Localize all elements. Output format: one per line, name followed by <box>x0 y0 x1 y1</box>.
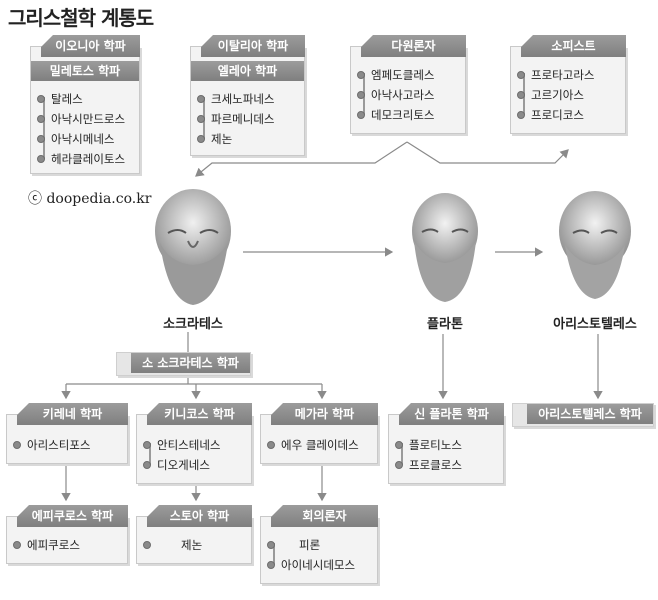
list-item: 크세노파네스 <box>195 89 298 109</box>
list-item: 디오게네스 <box>141 455 245 475</box>
cynic-school-card: 키니코스 학파 안티스테네스 디오게네스 <box>136 403 252 484</box>
list-item: 엠페도클레스 <box>355 65 459 85</box>
list-item: 헤라클레이토스 <box>35 149 133 169</box>
arrow-to-socrates <box>195 141 408 177</box>
list-item: 프로디코스 <box>515 105 619 125</box>
list-item: 아이네시데모스 <box>265 555 371 575</box>
list-item: 데모크리토스 <box>355 105 459 125</box>
list-item: 안티스테네스 <box>141 435 245 455</box>
card-subheader: 밀레토스 학파 <box>31 61 139 81</box>
card-header: 다원론자 <box>361 35 466 57</box>
socrates-name: 소크라테스 <box>163 317 223 332</box>
list-item: 고르기아스 <box>515 85 619 105</box>
list-item: 프로타고라스 <box>515 65 619 85</box>
card-header: 이탈리아 학파 <box>201 35 305 57</box>
aristotle-bust-image <box>559 191 631 299</box>
list-item: 에피쿠로스 <box>11 535 121 555</box>
list-item: 제논 <box>195 129 298 149</box>
aristotle-name: 아리스토텔레스 <box>553 317 637 332</box>
italian-school-card: 이탈리아 학파 엘레아 학파 크세노파네스 파르메니데스 제논 <box>190 35 305 156</box>
list-item: 아리스티포스 <box>11 435 121 455</box>
list-item: 파르메니데스 <box>195 109 298 129</box>
cyrenaic-school-card: 키레네 학파 아리스티포스 <box>6 403 128 464</box>
sophists-card: 소피스트 프로타고라스 고르기아스 프로디코스 <box>510 35 626 134</box>
list-item: 에우 클레이데스 <box>265 435 371 455</box>
socrates-bust-image <box>155 189 231 305</box>
card-subheader: 엘레아 학파 <box>191 61 304 81</box>
minor-socratic-band: 소 소크라테스 학파 <box>116 352 251 376</box>
aristotelian-school-band: 아리스토텔레스 학파 <box>512 403 654 427</box>
copyright-text: ⓒ doopedia.co.kr <box>28 191 152 207</box>
stoic-school-card: 스토아 학파 제논 <box>136 505 252 564</box>
list-item: 플로티노스 <box>393 435 497 455</box>
plato-name: 플라톤 <box>427 317 463 332</box>
page-title: 그리스철학 계통도 <box>8 6 154 30</box>
list-item: 아낙시메네스 <box>35 129 133 149</box>
list-item: 아낙시만드로스 <box>35 109 133 129</box>
list-item: 탈레스 <box>35 89 133 109</box>
list-item: 아낙사고라스 <box>355 85 459 105</box>
ionian-school-card: 이오니아 학파 밀레토스 학파 탈레스 아낙시만드로스 아낙시메네스 헤라클레이… <box>30 35 140 174</box>
list-item: 프로클로스 <box>393 455 497 475</box>
plato-bust-image <box>412 193 478 302</box>
arrow-to-sophists <box>406 141 569 164</box>
card-header: 소피스트 <box>521 35 626 57</box>
skeptics-card: 회의론자 피론 아이네시데모스 <box>260 505 378 584</box>
pluralists-card: 다원론자 엠페도클레스 아낙사고라스 데모크리토스 <box>350 35 466 134</box>
neoplatonism-card: 신 플라톤 학파 플로티노스 프로클로스 <box>388 403 504 484</box>
epicurean-school-card: 에피쿠로스 학파 에피쿠로스 <box>6 505 128 564</box>
list-item: 피론 <box>265 535 371 555</box>
megarian-school-card: 메가라 학파 에우 클레이데스 <box>260 403 378 464</box>
card-header: 이오니아 학파 <box>41 35 140 57</box>
list-item: 제논 <box>141 535 245 555</box>
